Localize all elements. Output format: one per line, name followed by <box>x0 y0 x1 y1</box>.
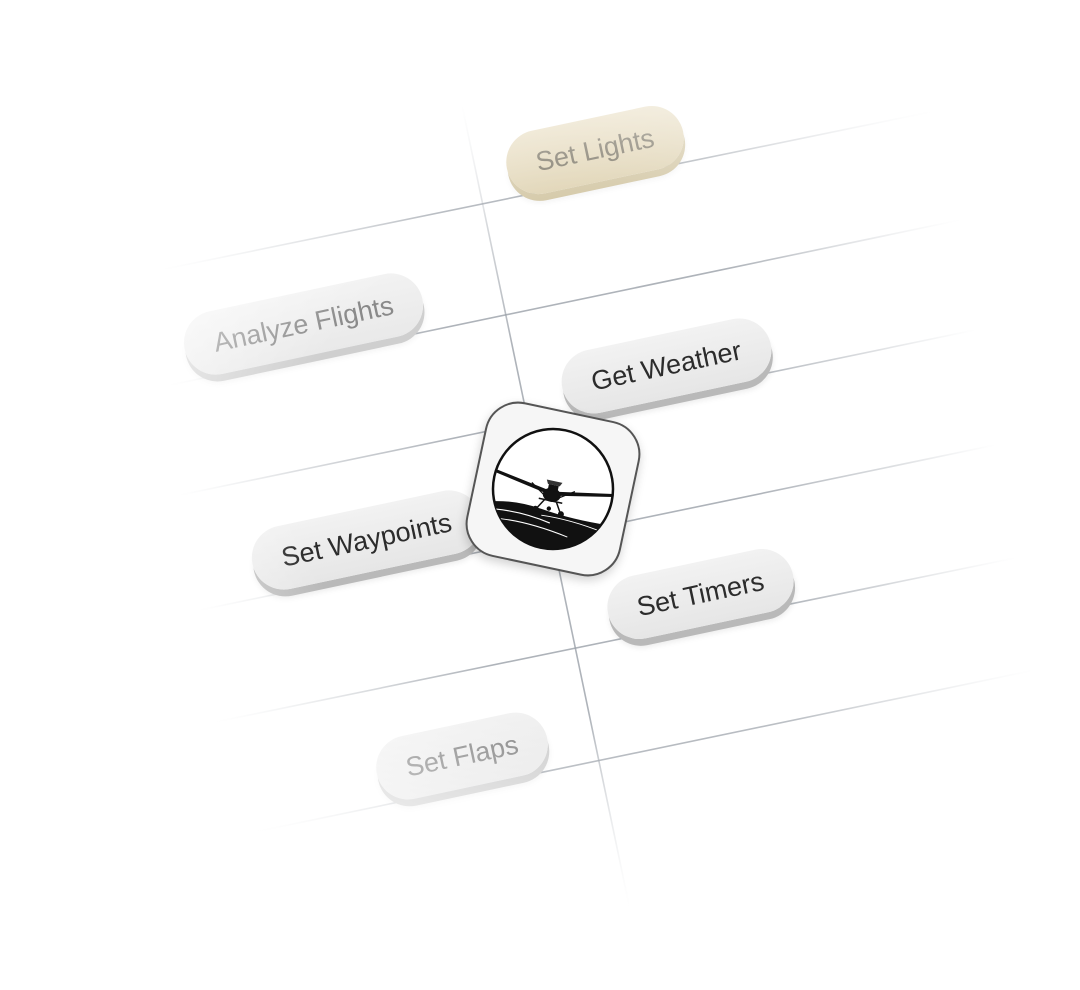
grid-line <box>239 669 1036 836</box>
airplane-icon <box>481 427 616 561</box>
airplane-app-icon[interactable] <box>459 395 647 583</box>
